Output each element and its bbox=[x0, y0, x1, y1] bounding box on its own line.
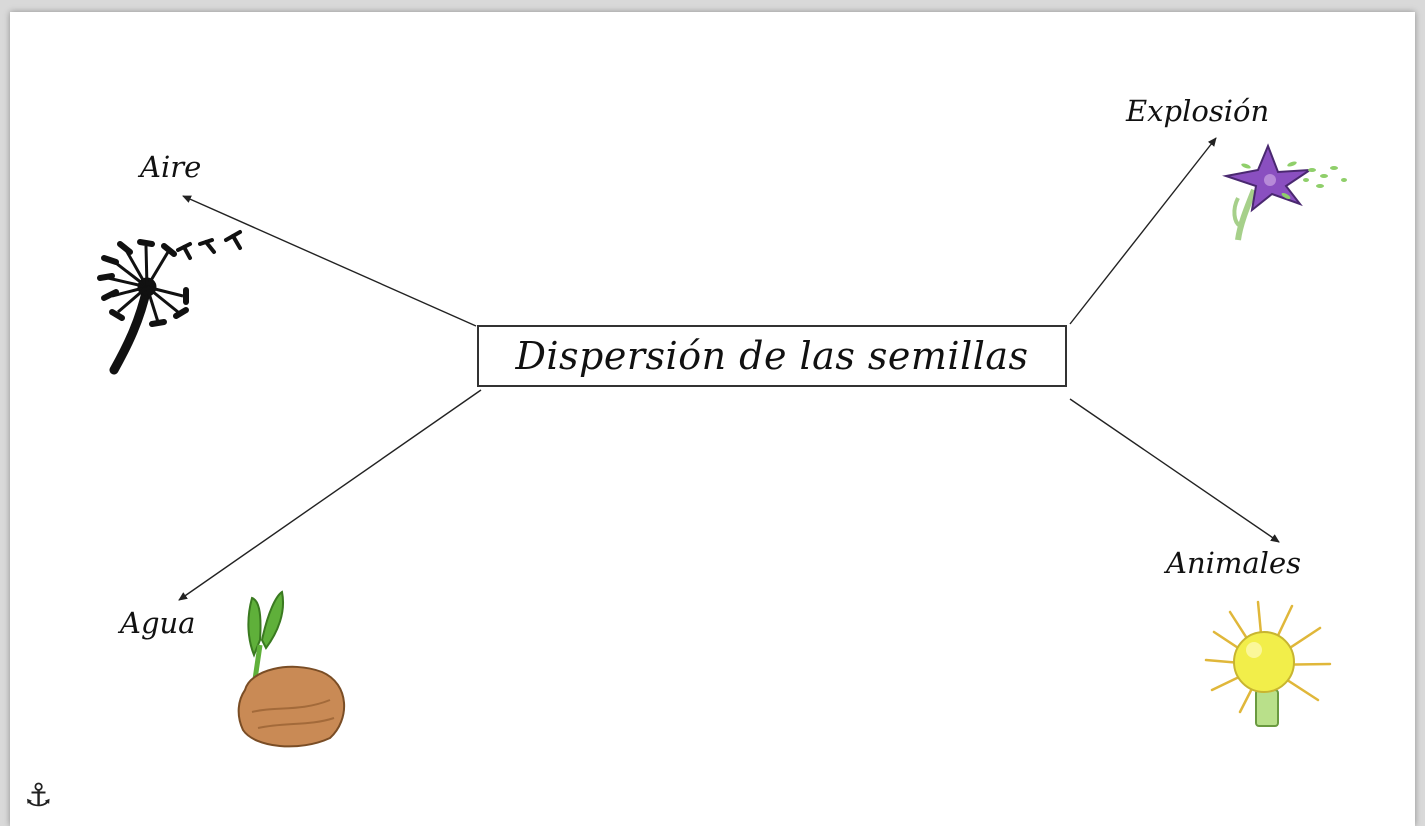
sprouting-seed-icon bbox=[237, 590, 345, 748]
spiky-burr-icon bbox=[1204, 600, 1332, 727]
arrow-agua bbox=[178, 389, 482, 601]
central-topic-box: Dispersión de las semillas bbox=[477, 325, 1067, 387]
anchor-icon[interactable]: ⚓ bbox=[24, 776, 53, 814]
purple-flower-icon bbox=[1222, 143, 1347, 241]
central-topic-title: Dispersión de las semillas bbox=[515, 334, 1029, 378]
arrow-explosion bbox=[1069, 137, 1217, 325]
branch-label-aire: Aire bbox=[140, 150, 202, 184]
arrow-animales bbox=[1069, 398, 1280, 543]
dandelion-icon bbox=[97, 230, 242, 375]
branch-label-explosion: Explosión bbox=[1126, 94, 1270, 128]
arrow-aire bbox=[182, 195, 477, 327]
branch-label-agua: Agua bbox=[120, 606, 196, 640]
branch-label-animales: Animales bbox=[1166, 546, 1302, 580]
